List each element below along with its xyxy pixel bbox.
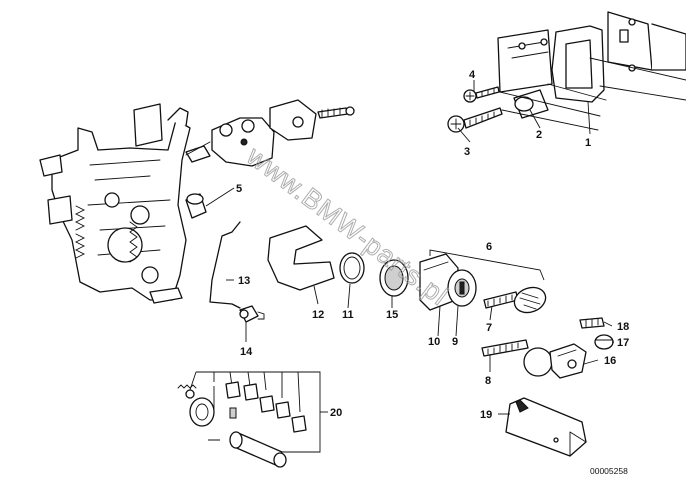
assembly-lines-upper [499,57,686,131]
callout-16: 16 [604,355,616,367]
leader-lines [205,80,614,415]
part-1-striker-plate [497,11,686,103]
part-6-lock-set-bracket [429,249,545,281]
door-lock-mechanism [39,103,191,304]
part-8-key [481,339,529,357]
part-9-lock-cylinder [447,269,477,307]
part-16-key-head [523,343,587,379]
part-4-screw [463,86,500,103]
callout-12: 12 [312,309,324,321]
callout-numbers: 1 2 3 4 5 6 7 8 9 10 11 12 13 14 15 16 1… [236,69,629,421]
callout-3: 3 [464,146,470,158]
part-5-bush [185,193,207,219]
callout-17: 17 [617,337,629,349]
callout-1: 1 [585,137,591,149]
callout-4: 4 [469,69,476,81]
callout-13: 13 [238,275,250,287]
callout-14: 14 [240,346,253,358]
callout-8: 8 [485,375,491,387]
callout-6: 6 [486,241,492,253]
callout-15: 15 [386,309,398,321]
part-18-pin [579,317,605,329]
part-11-spring-clip [339,252,365,284]
part-12-cover [267,225,335,291]
callout-18: 18 [617,321,629,333]
callout-2: 2 [536,129,542,141]
part-19-key-case [505,397,587,457]
part-20-repair-kit [177,371,321,468]
callout-10: 10 [428,336,440,348]
callout-20: 20 [330,407,342,419]
callout-5: 5 [236,183,242,195]
part-3-screw [447,107,503,133]
callout-7: 7 [486,322,492,334]
watermark-text: www.BMW-parts.pl [241,140,454,311]
part-17-cap [594,334,614,350]
callout-9: 9 [452,336,458,348]
callout-19: 19 [480,409,492,421]
callout-11: 11 [342,309,354,321]
upper-lock-bracket [185,99,355,167]
diagram-code: 00005258 [590,466,628,476]
part-13-control-rod [209,221,241,309]
part-14-rod-clip [239,305,265,323]
part-15-ring [379,259,409,297]
part-7-key [483,286,547,314]
